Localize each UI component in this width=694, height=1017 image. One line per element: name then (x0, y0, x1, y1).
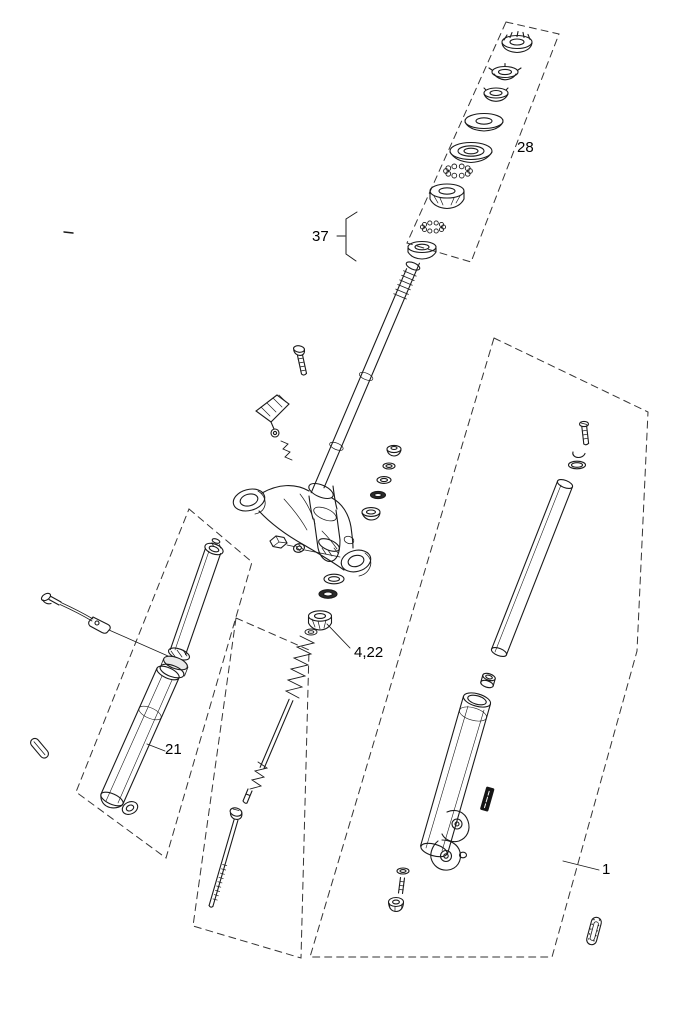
clamp-top-bolt (292, 345, 308, 376)
axle-fasteners (387, 867, 410, 913)
cable-guide-bracket (255, 394, 293, 461)
clamp-pinch-bolt (269, 535, 341, 558)
bearing-dust-cover (449, 141, 493, 164)
left-outer-slider (100, 665, 180, 815)
right-inner-tube (490, 479, 574, 657)
upper-washer (464, 112, 504, 132)
bearing-stack-outline (406, 21, 560, 263)
lower-bearing-race (407, 240, 437, 260)
label-1-leader (562, 860, 600, 871)
lock-washer (488, 62, 522, 81)
seal-stack (307, 573, 351, 649)
part-37-bracket (336, 211, 358, 262)
upper-bearing-race (429, 183, 465, 210)
damper-bolt (208, 807, 243, 908)
steering-stem (310, 261, 421, 494)
speedo-cable-assembly (40, 592, 169, 657)
part-label-1: 1 (602, 861, 611, 878)
fork-assembly-outline (309, 337, 649, 958)
stray-mark (63, 231, 74, 234)
part-label-28: 28 (517, 139, 534, 156)
lower-triple-clamp (232, 482, 372, 577)
roll-pin-left (30, 737, 49, 759)
lower-ball-retainer (419, 220, 447, 234)
damper-rod (242, 698, 294, 804)
stem-washer-stack (361, 444, 402, 521)
left-fork-top-cap (204, 538, 224, 556)
air-bleed-screw (578, 420, 590, 446)
roll-pin-right (586, 916, 602, 946)
part-label-21: 21 (165, 741, 182, 758)
part-label-4-22: 4,22 (354, 644, 384, 661)
label-21-leader (146, 743, 166, 752)
upper-ball-retainer (443, 163, 473, 179)
left-seal-cluster (159, 647, 191, 679)
part-label-37: 37 (312, 228, 329, 245)
axle-bracket (430, 809, 470, 871)
left-inner-tube (169, 547, 222, 656)
guide-bushing (480, 672, 496, 689)
left-fork-outline (75, 508, 253, 859)
adjusting-ring-nut (483, 87, 509, 102)
right-outer-slider (419, 692, 492, 858)
brand-plate (480, 786, 495, 812)
retaining-clip (572, 451, 586, 458)
damper-spring (284, 628, 318, 699)
castle-nut (501, 31, 533, 54)
spring-seat-washer (567, 460, 587, 470)
damper-outline (192, 617, 310, 959)
